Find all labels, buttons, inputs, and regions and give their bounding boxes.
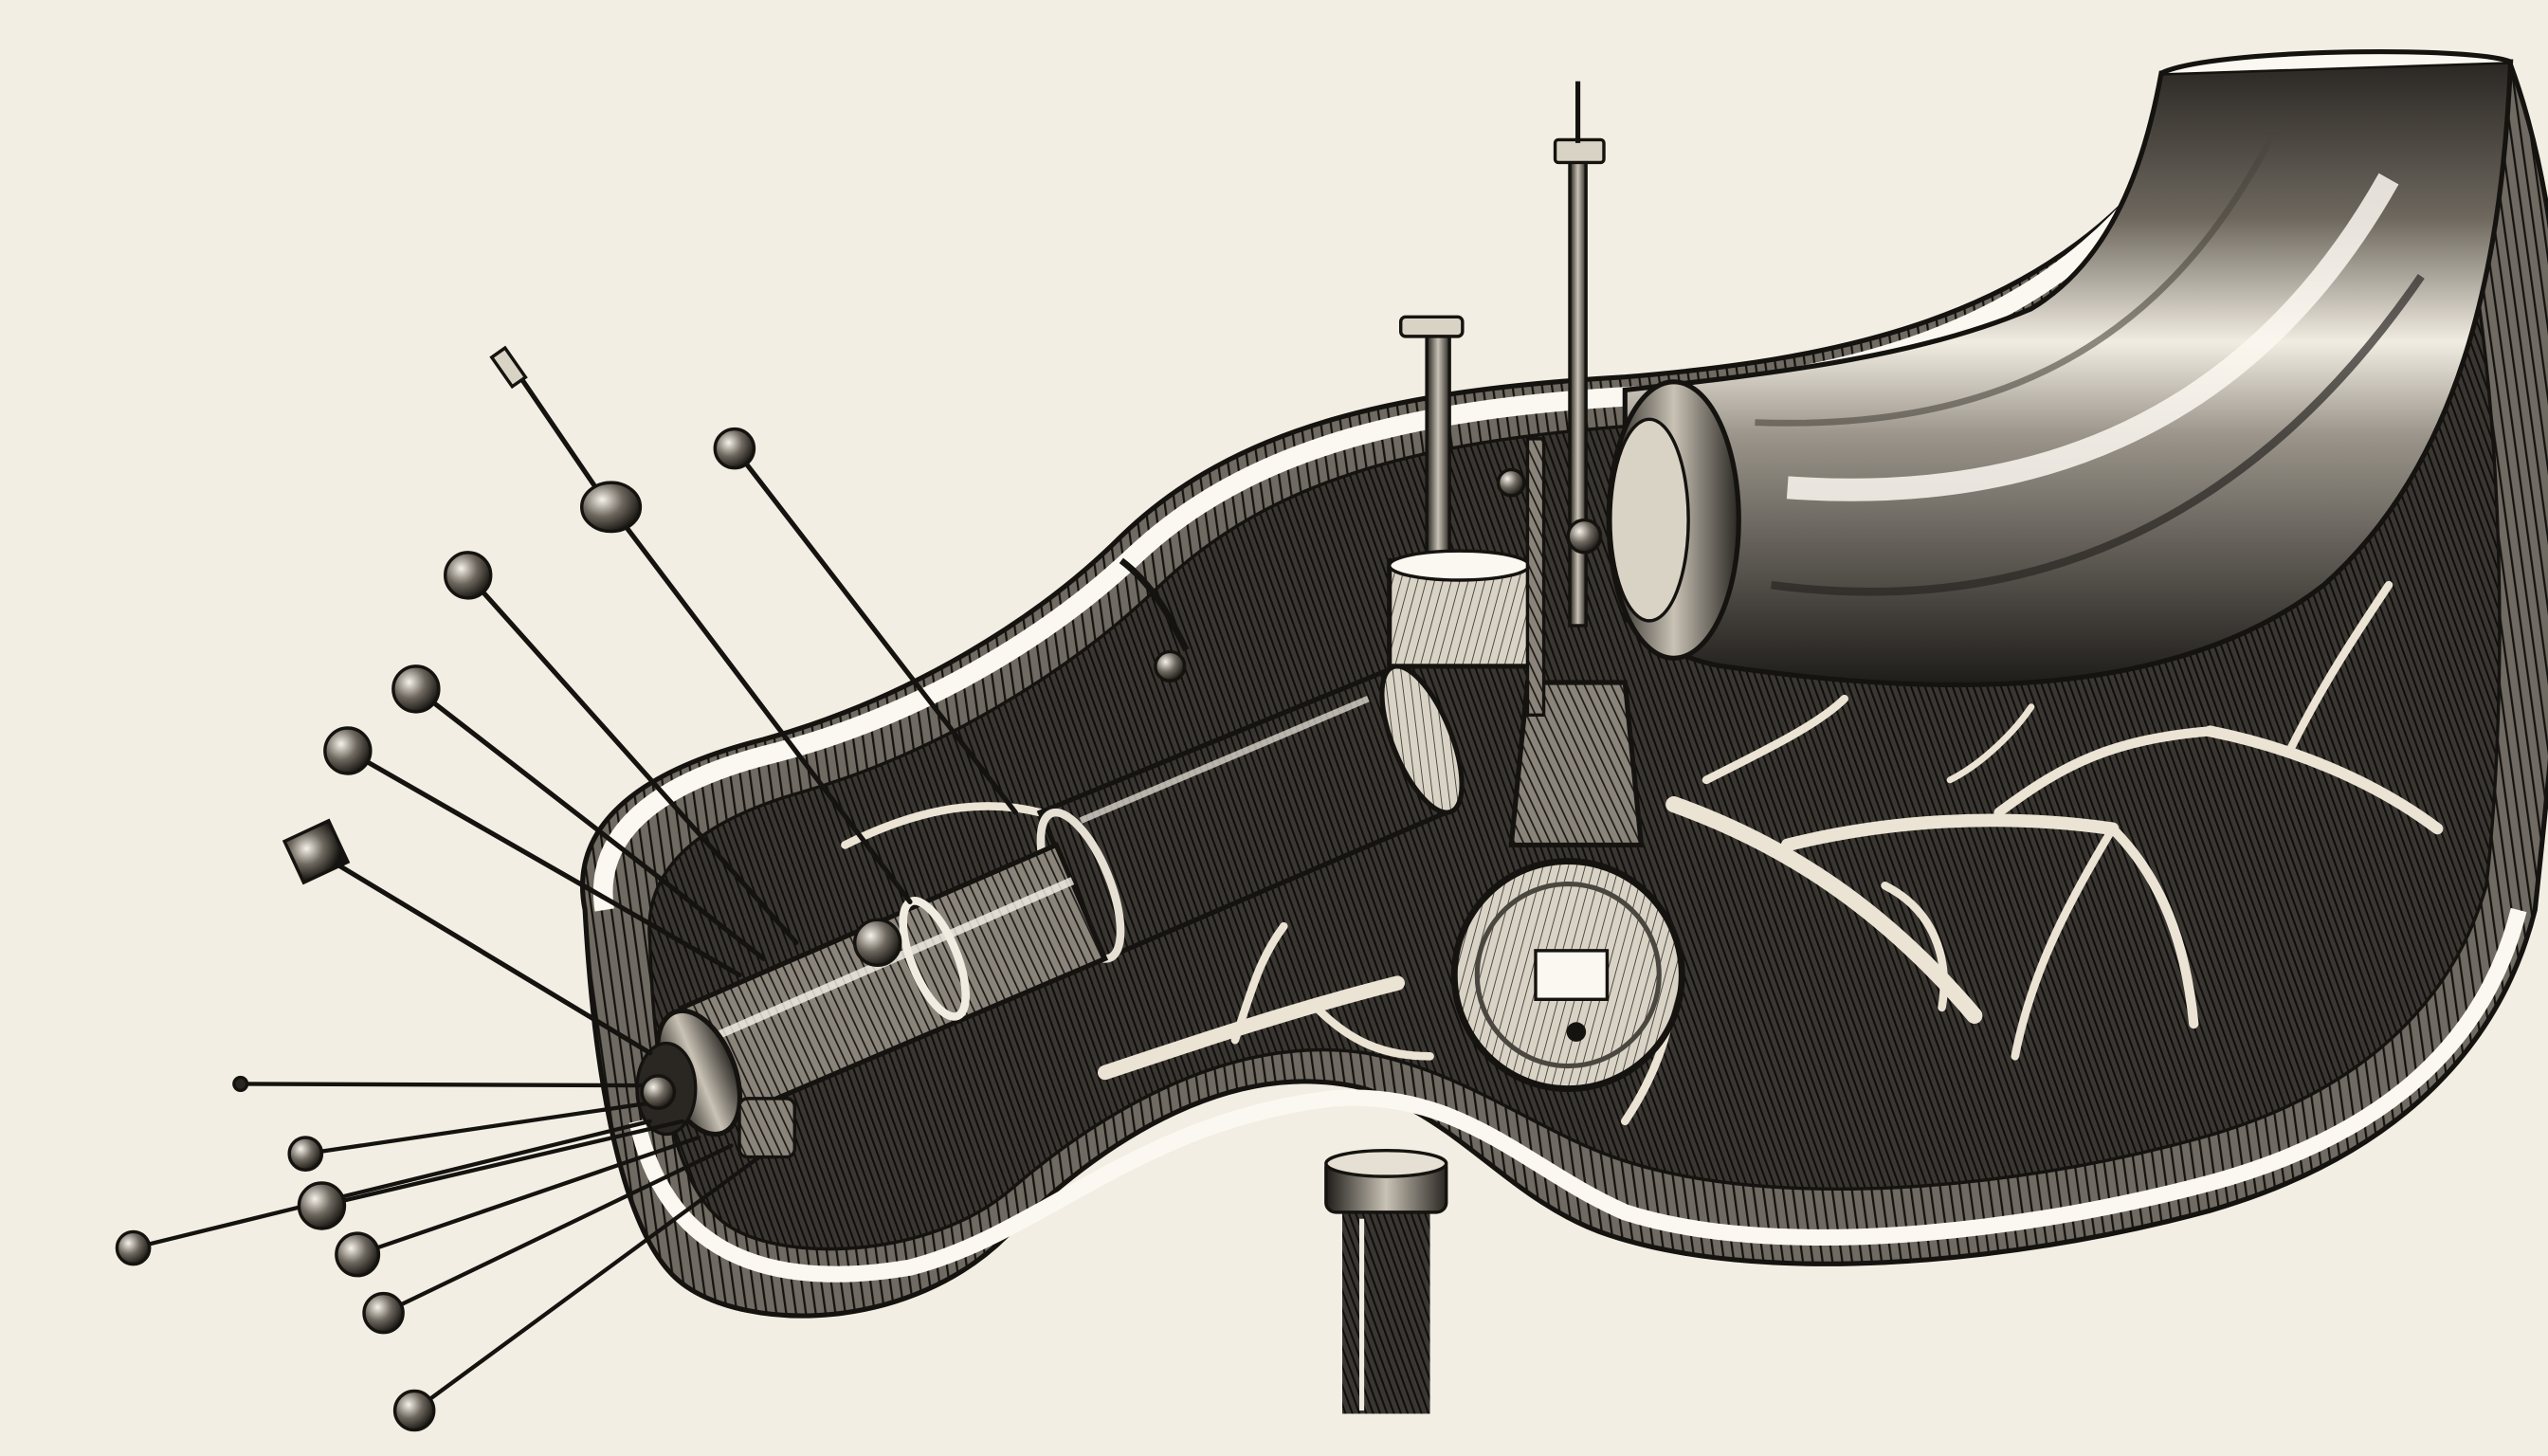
blood-vessels (841, 580, 2444, 1126)
control-rods (1387, 81, 1606, 717)
support-stand (1324, 1149, 1448, 1414)
probe-knobs (115, 345, 756, 1432)
rim-clip (1119, 557, 1190, 682)
needle-mounts (640, 918, 902, 1159)
round-chamber (1450, 680, 1685, 1092)
central-cylinder (1036, 663, 1465, 963)
shell-rim-lower (628, 907, 2527, 1283)
inner-tube (635, 842, 1109, 1138)
probe-needles (131, 355, 1018, 1413)
curved-tube (1606, 48, 2514, 688)
